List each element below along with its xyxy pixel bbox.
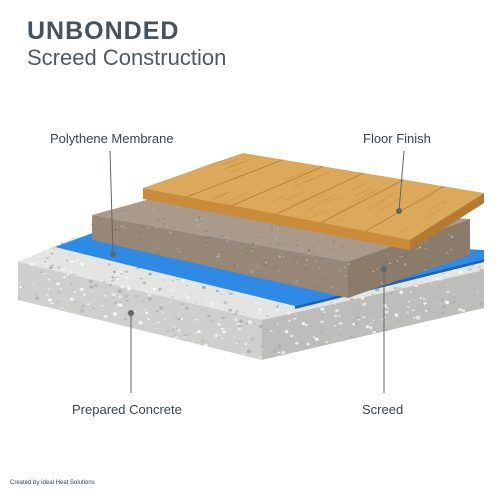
floor-finish-side-face xyxy=(410,193,484,250)
leader-screed-dot xyxy=(381,266,387,272)
concrete-side-face xyxy=(262,270,484,360)
floor-finish-front-face xyxy=(143,188,410,250)
leader-polythene xyxy=(109,150,114,255)
leader-floor-finish-dot xyxy=(396,208,402,214)
label-floor-finish: Floor Finish xyxy=(363,131,431,146)
screed-side-face xyxy=(348,219,470,298)
floor-finish-layer xyxy=(143,153,484,250)
diagram-title: UNBONDED xyxy=(27,17,180,45)
diagram-subtitle: Screed Construction xyxy=(27,45,227,70)
leader-lines xyxy=(109,150,405,393)
label-screed: Screed xyxy=(362,402,404,417)
concrete-front-face xyxy=(18,262,262,360)
leader-concrete-dot xyxy=(128,310,134,316)
wood-grain xyxy=(187,156,453,234)
label-prepared-concrete: Prepared Concrete xyxy=(72,402,182,417)
credit-text: Created by Ideal Heat Solutions xyxy=(10,480,95,486)
leader-polythene-dot xyxy=(110,251,116,257)
label-polythene-membrane: Polythene Membrane xyxy=(50,131,174,146)
leader-floor-finish xyxy=(398,150,405,212)
